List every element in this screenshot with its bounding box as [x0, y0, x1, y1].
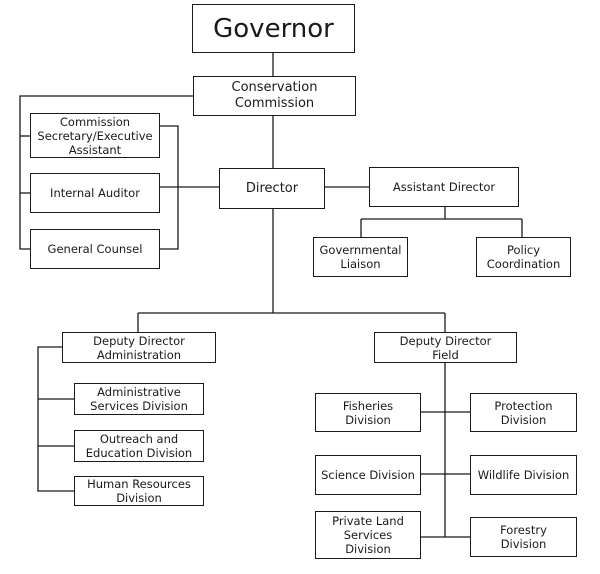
administrative-services-box: Administrative Services Division [74, 383, 204, 415]
conservation-commission-box: Conservation Commission [193, 76, 356, 116]
internal-auditor-box: Internal Auditor [30, 173, 160, 213]
deputy-director-field-box: Deputy Director Field [374, 332, 517, 363]
fisheries-division-box: Fisheries Division [315, 393, 421, 432]
outreach-education-box: Outreach and Education Division [74, 430, 204, 462]
wildlife-division-box: Wildlife Division [470, 455, 577, 495]
protection-division-box: Protection Division [470, 393, 577, 432]
science-division-box: Science Division [315, 455, 421, 495]
policy-coordination-box: Policy Coordination [476, 237, 571, 277]
forestry-division-box: Forestry Division [470, 517, 577, 557]
governmental-liaison-box: Governmental Liaison [313, 237, 408, 277]
human-resources-box: Human Resources Division [74, 476, 204, 506]
connector-commission-staff-bracket [19, 95, 193, 250]
governor-box: Governor [192, 4, 355, 53]
director-box: Director [219, 168, 325, 209]
commission-secretary-box: Commission Secretary/Executive Assistant [30, 113, 160, 158]
connector-admin-bracket [37, 346, 74, 492]
assistant-director-box: Assistant Director [369, 167, 519, 207]
general-counsel-box: General Counsel [30, 229, 160, 269]
private-land-services-box: Private Land Services Division [315, 511, 421, 559]
deputy-director-administration-box: Deputy Director Administration [62, 332, 216, 363]
